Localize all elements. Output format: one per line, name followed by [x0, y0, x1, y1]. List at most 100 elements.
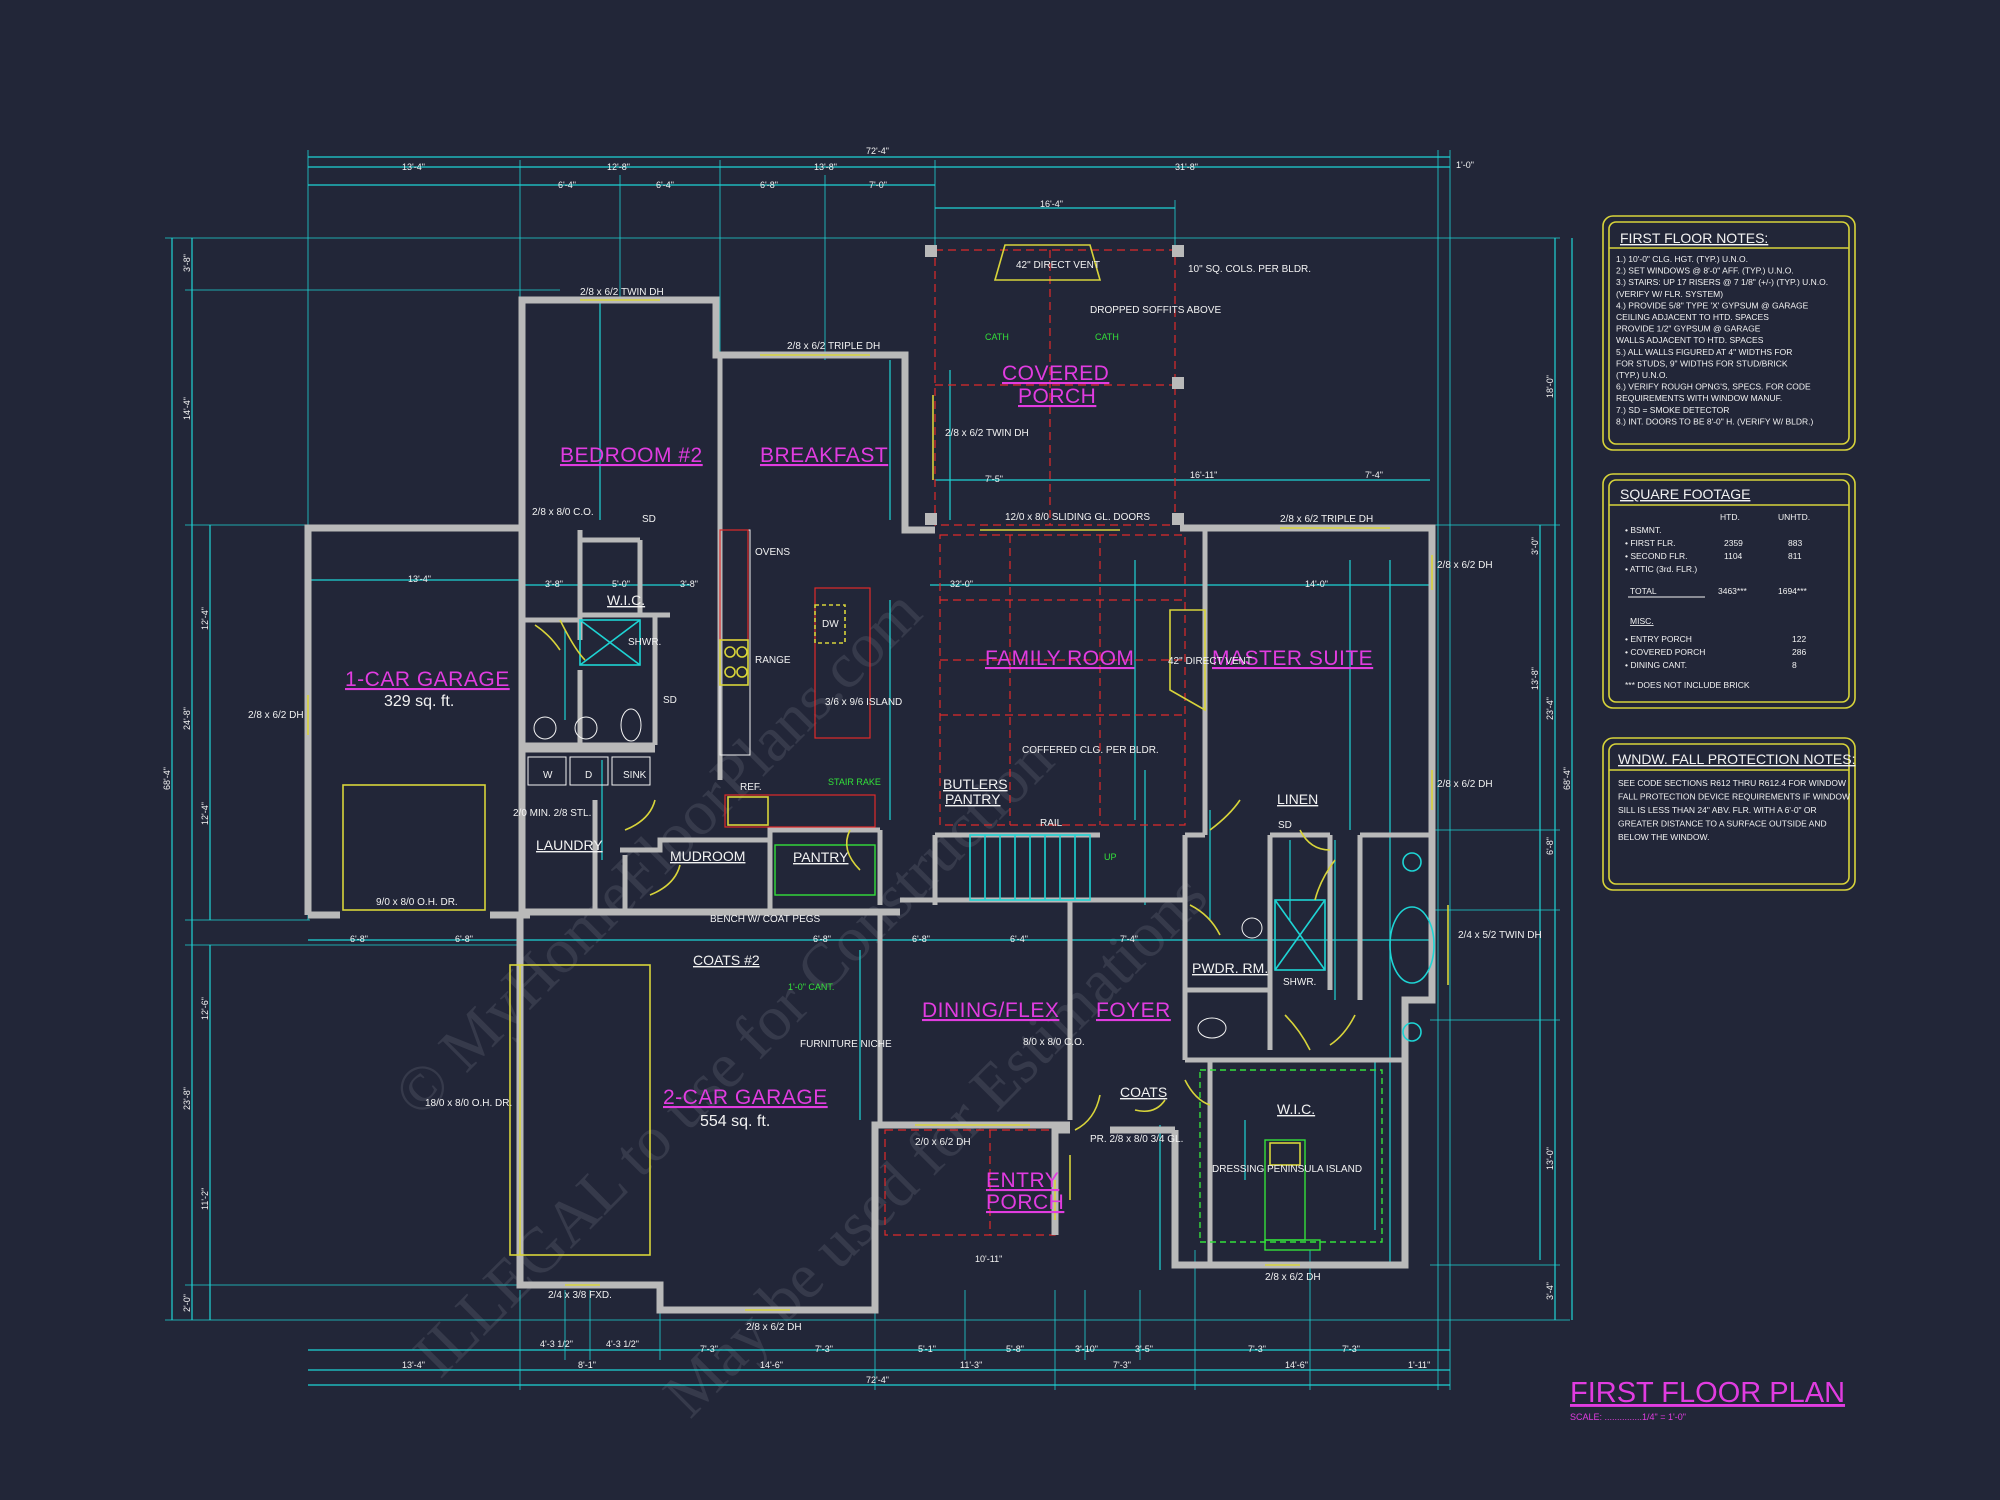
ann-triple-dh-1: 2/8 x 6/2 TRIPLE DH — [787, 341, 880, 352]
ann-sliding: 12/0 x 8/0 SLIDING GL. DOORS — [1005, 512, 1150, 523]
label-mudroom: MUDROOM — [670, 848, 745, 864]
dim-bot-d: 7'-3" — [815, 1344, 833, 1354]
minor-room-labels: W.I.C. LAUNDRY MUDROOM PANTRY BUTLERS PA… — [536, 592, 1318, 1117]
ann-coffered: COFFERED CLG. PER BLDR. — [1022, 745, 1159, 756]
ann-dressing: DRESSING PENINSULA ISLAND — [1212, 1164, 1362, 1175]
ann-range: RANGE — [755, 655, 791, 666]
ann-oh-door-1: 9/0 x 8/0 O.H. DR. — [376, 897, 458, 908]
dimension-labels: 72'-4" 13'-4" 12'-8" 13'-8" 31'-8" 1'-0"… — [162, 146, 1572, 1385]
dim-left-total: 68'-4" — [162, 767, 172, 790]
sqft-row-unhtd: 883 — [1788, 538, 1802, 548]
dim-right-c: 13'-8" — [1530, 667, 1540, 690]
dim-bot-c: 7'-3" — [700, 1344, 718, 1354]
drawing-title: FIRST FLOOR PLAN — [1570, 1377, 1845, 1409]
dim-bot2-a: 13'-4" — [402, 1360, 425, 1370]
title-block: FIRST FLOOR PLAN SCALE: ...............1… — [1570, 1377, 1845, 1422]
dim-top-c: 13'-8" — [814, 162, 837, 172]
dim-top2-b: 6'-4" — [656, 180, 674, 190]
sqft-misc-val: 122 — [1792, 634, 1806, 644]
ann-entry-dh: 2/0 x 6/2 DH — [915, 1137, 971, 1148]
ann-direct-vent-1: 42" DIRECT VENT — [1016, 260, 1100, 271]
label-wic-2: W.I.C. — [1277, 1101, 1315, 1117]
ann-rail: RAIL — [1040, 818, 1063, 829]
sqft-misc-val: 286 — [1792, 647, 1806, 657]
ann-sq-cols: 10" SQ. COLS. PER BLDR. — [1188, 264, 1311, 275]
label-pantry: PANTRY — [793, 849, 849, 865]
ann-cant: 1'-0" CANT. — [788, 982, 834, 992]
room-2-car-garage: 2-CAR GARAGE — [663, 1086, 828, 1109]
first-floor-note-line: 7.) SD = SMOKE DETECTOR — [1616, 405, 1729, 415]
ann-sd-3: SD — [1278, 820, 1292, 831]
dim-bot-h: 3'-5" — [1135, 1344, 1153, 1354]
dim-int-o: 7'-4" — [1120, 934, 1138, 944]
dim-top-a: 13'-4" — [402, 162, 425, 172]
dim-int-k: 6'-8" — [455, 934, 473, 944]
dim-right-b: 3'-0" — [1530, 537, 1540, 555]
ann-pr-door: PR. 2/8 x 8/0 3/4 GL. — [1090, 1134, 1183, 1145]
room-covered-porch-2: PORCH — [1018, 385, 1096, 408]
watermark: © MyHomeFloorPlans.com ILLEGAL to use fo… — [380, 575, 1221, 1430]
label-butlers-1: BUTLERS — [943, 776, 1008, 792]
dim-bot-a: 4'-3 1/2" — [540, 1339, 573, 1349]
dim-int-p: 10'-11" — [975, 1254, 1002, 1264]
sqft-misc-label: MISC. — [1630, 616, 1654, 626]
fixtures — [527, 529, 1435, 1251]
sqft-total-label: TOTAL — [1630, 586, 1657, 596]
dim-bot2-d: 11'-3" — [960, 1360, 982, 1370]
ann-direct-vent-2: 42" DIRECT VENT — [1168, 656, 1252, 667]
dim-int-b: 3'-8" — [545, 579, 563, 589]
dim-right-g: 3'-4" — [1545, 1282, 1555, 1300]
dim-bot2-b: 8'-1" — [578, 1360, 596, 1370]
room-foyer: FOYER — [1096, 999, 1171, 1022]
sqft-misc-name: • COVERED PORCH — [1625, 647, 1705, 657]
room-bedroom-2: BEDROOM #2 — [560, 444, 703, 467]
first-floor-note-line: 1.) 10'-0" CLG. HGT. (TYP.) U.N.O. — [1616, 254, 1748, 264]
first-floor-note-line: 5.) ALL WALLS FIGURED AT 4" WIDTHS FOR — [1616, 347, 1792, 357]
window-note-line: FALL PROTECTION DEVICE REQUIREMENTS IF W… — [1618, 792, 1850, 802]
label-pwdr: PWDR. RM. — [1192, 960, 1268, 976]
sqft-row-name: • FIRST FLR. — [1625, 538, 1676, 548]
dim-left-e: 12'-4" — [200, 802, 210, 825]
dim-left-c: 12'-4" — [200, 607, 210, 630]
ann-island: 3/6 x 9/6 ISLAND — [825, 697, 902, 708]
first-floor-note-line: PROVIDE 1/2" GYPSUM @ GARAGE — [1616, 324, 1761, 334]
room-1-car-garage-area: 329 sq. ft. — [384, 693, 454, 710]
first-floor-note-line: CEILING ADJACENT TO HTD. SPACES — [1616, 312, 1769, 322]
first-floor-note-line: 4.) PROVIDE 5/8" TYPE 'X' GYPSUM @ GARAG… — [1616, 300, 1809, 310]
sqft-total-htd: 3463*** — [1718, 586, 1748, 596]
first-floor-notes: FIRST FLOOR NOTES: 1.) 10'-0" CLG. HGT. … — [1602, 215, 1856, 451]
first-floor-note-line: 8.) INT. DOORS TO BE 8'-0" H. (VERIFY W/… — [1616, 416, 1814, 426]
dim-top2-d: 7'-0" — [869, 180, 887, 190]
dim-int-j: 6'-8" — [350, 934, 368, 944]
dim-top-b: 12'-8" — [607, 162, 630, 172]
sqft-row-htd: 1104 — [1724, 551, 1743, 561]
ann-stair-rake: STAIR RAKE — [828, 777, 881, 787]
dim-bot-j: 7'-3" — [1342, 1344, 1360, 1354]
sqft-total-unhtd: 1694*** — [1778, 586, 1808, 596]
first-floor-note-line: 3.) STAIRS: UP 17 RISERS @ 7 1/8" (+/-) … — [1616, 277, 1828, 287]
ann-oh-door-2: 18/0 x 8/0 O.H. DR. — [425, 1098, 512, 1109]
windows — [307, 244, 1449, 1311]
sqft-row-name: • ATTIC (3rd. FLR.) — [1625, 564, 1697, 574]
ann-shwr-2: SHWR. — [1283, 977, 1316, 988]
dim-int-m: 6'-8" — [912, 934, 930, 944]
ann-cath-1: CATH — [985, 332, 1009, 342]
ann-shwr-1: SHWR. — [628, 637, 661, 648]
dim-int-c: 5'-0" — [612, 579, 630, 589]
dim-top2-c: 6'-8" — [760, 180, 778, 190]
sqft-misc-val: 8 — [1792, 660, 1797, 670]
first-floor-note-line: (TYP.) U.N.O. — [1616, 370, 1668, 380]
dim-bot-g: 3'-10" — [1075, 1344, 1098, 1354]
ann-cath-2: CATH — [1095, 332, 1119, 342]
dim-top-d: 31'-8" — [1175, 162, 1198, 172]
dim-int-f: 14'-0" — [1305, 579, 1328, 589]
label-butlers-2: PANTRY — [945, 791, 1001, 807]
dim-left-i: 2'-0" — [182, 1294, 192, 1312]
window-note-line: SEE CODE SECTIONS R612 THRU R612.4 FOR W… — [1618, 778, 1846, 788]
sqft-title: SQUARE FOOTAGE — [1620, 486, 1750, 502]
window-note-line: SILL IS LESS THAN 24" ABV. FLR. WITH A 6… — [1618, 805, 1817, 815]
dim-bot-i: 7'-3" — [1248, 1344, 1266, 1354]
ann-up: UP — [1104, 852, 1117, 862]
dim-int-e: 32'-0" — [950, 579, 973, 589]
